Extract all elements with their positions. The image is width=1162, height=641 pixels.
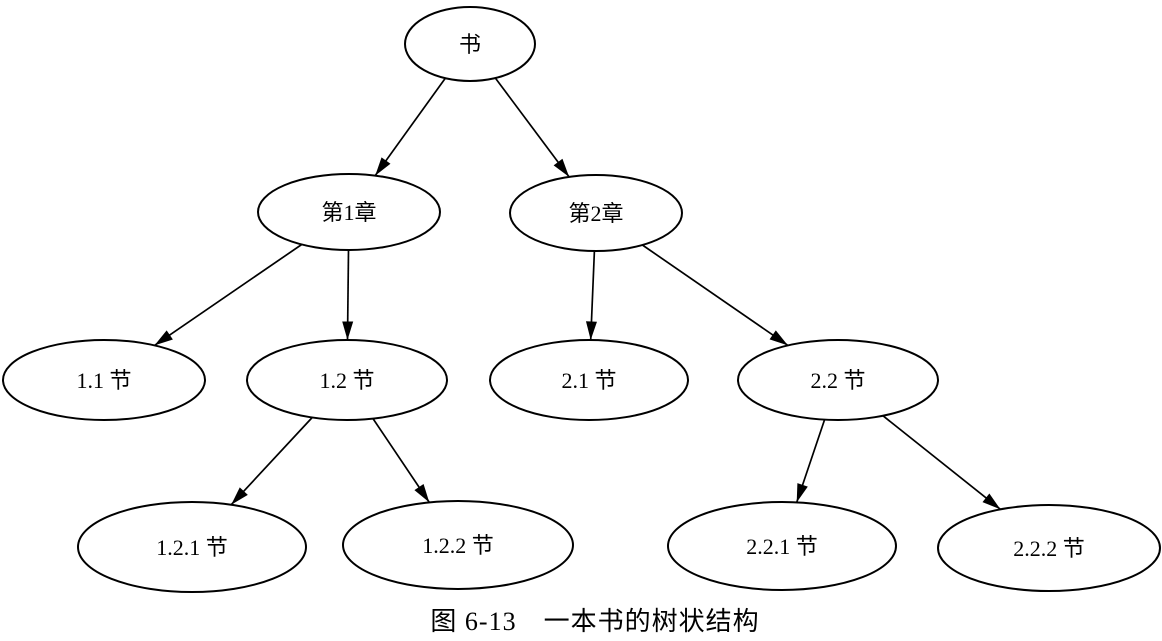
node-label-ch2: 第2章 [568, 201, 623, 226]
node-label-s121: 1.2.1 节 [156, 535, 228, 560]
tree-edge-book-ch2 [494, 77, 570, 178]
node-ellipse-s12 [246, 339, 448, 421]
tree-node-s22: 2.2 节 [737, 339, 939, 421]
tree-node-s11: 1.1 节 [2, 339, 206, 421]
node-label-s12: 1.2 节 [319, 368, 374, 393]
figure-caption: 图 6-13 一本书的树状结构 [430, 607, 760, 636]
tree-edge-ch2-s22 [641, 244, 789, 347]
node-label-s221: 2.2.1 节 [746, 534, 818, 559]
tree-edge-ch1-s12 [342, 249, 354, 341]
tree-edge-s22-s221 [795, 419, 826, 503]
tree-edge-ch2-s21 [585, 250, 597, 341]
tree-node-s222: 2.2.2 节 [937, 504, 1161, 592]
tree-edge-s12-s121 [230, 416, 313, 506]
node-ellipse-book [404, 6, 536, 82]
node-label-s11: 1.1 节 [76, 368, 131, 393]
tree-node-s12: 1.2 节 [246, 339, 448, 421]
tree-edge-book-ch1 [374, 77, 446, 177]
node-label-s122: 1.2.2 节 [422, 533, 494, 558]
node-ellipse-s221 [667, 501, 897, 591]
tree-node-s21: 2.1 节 [489, 339, 689, 421]
tree-node-s122: 1.2.2 节 [342, 500, 574, 590]
tree-node-ch1: 第1章 [257, 173, 441, 251]
tree-node-book: 书 [404, 6, 536, 82]
node-label-ch1: 第1章 [321, 200, 376, 225]
tree-edge-ch1-s11 [154, 243, 303, 347]
tree-node-ch2: 第2章 [509, 174, 683, 252]
node-ellipse-ch2 [509, 174, 683, 252]
node-ellipse-s22 [737, 339, 939, 421]
node-ellipse-s11 [2, 339, 206, 421]
node-ellipse-s222 [937, 504, 1161, 592]
tree-node-s121: 1.2.1 节 [77, 501, 307, 593]
node-ellipse-s21 [489, 339, 689, 421]
tree-node-s221: 2.2.1 节 [667, 501, 897, 591]
tree-edge-s22-s222 [882, 415, 1001, 510]
node-label-s21: 2.1 节 [561, 368, 616, 393]
node-label-s22: 2.2 节 [810, 368, 865, 393]
node-ellipse-s122 [342, 500, 574, 590]
node-label-s222: 2.2.2 节 [1013, 536, 1085, 561]
node-ellipse-ch1 [257, 173, 441, 251]
edges-layer [154, 77, 1001, 510]
tree-edge-s12-s122 [372, 418, 431, 503]
node-label-book: 书 [459, 32, 481, 57]
node-ellipse-s121 [77, 501, 307, 593]
